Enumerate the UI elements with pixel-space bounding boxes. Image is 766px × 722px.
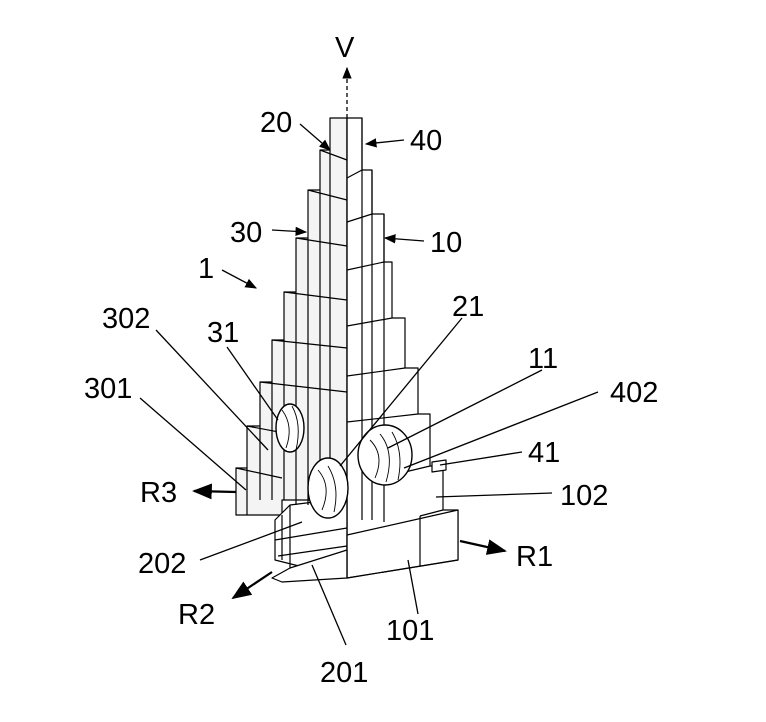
leader-302: [155, 329, 269, 451]
hole-21-shape: [307, 457, 349, 519]
label-41: 41: [528, 437, 560, 469]
label-r3: R3: [140, 477, 177, 509]
label-201: 201: [320, 657, 368, 689]
leader-402: [403, 391, 599, 469]
hole-31-shape: [275, 403, 305, 453]
hole-11-shape: [357, 424, 413, 486]
label-v: V: [335, 32, 355, 64]
label-21: 21: [452, 291, 484, 323]
label-20: 20: [260, 107, 292, 139]
leader-201: [311, 564, 347, 646]
label-402: 402: [610, 377, 658, 409]
label-31: 31: [207, 317, 239, 349]
label-40: 40: [410, 125, 442, 157]
label-r1: R1: [516, 541, 553, 573]
arrow-20: [299, 123, 331, 151]
label-11: 11: [528, 343, 558, 375]
label-302: 302: [102, 303, 150, 335]
label-1: 1: [198, 253, 214, 285]
axis-r1-arrow: [459, 539, 507, 555]
leader-21: [339, 317, 463, 467]
arrow-10: [383, 234, 425, 244]
leader-101: [407, 559, 419, 615]
leader-202: [199, 521, 303, 561]
label-102: 102: [560, 480, 608, 512]
leader-11: [387, 369, 543, 449]
stepped-tower: [235, 117, 459, 583]
leader-301: [139, 397, 247, 491]
axis-r3-arrow: [192, 483, 237, 500]
label-30: 30: [230, 217, 262, 249]
leader-31: [226, 346, 279, 421]
label-301: 301: [84, 373, 132, 405]
label-r2: R2: [178, 599, 215, 631]
leader-102: [435, 492, 553, 498]
leader-41: [439, 451, 523, 466]
label-202: 202: [138, 548, 186, 580]
label-101: 101: [386, 615, 434, 647]
label-10: 10: [430, 227, 462, 259]
arrow-1: [221, 269, 258, 289]
axis-r2-arrow: [231, 571, 273, 600]
arrow-40: [364, 138, 405, 148]
arrow-30: [271, 226, 308, 237]
